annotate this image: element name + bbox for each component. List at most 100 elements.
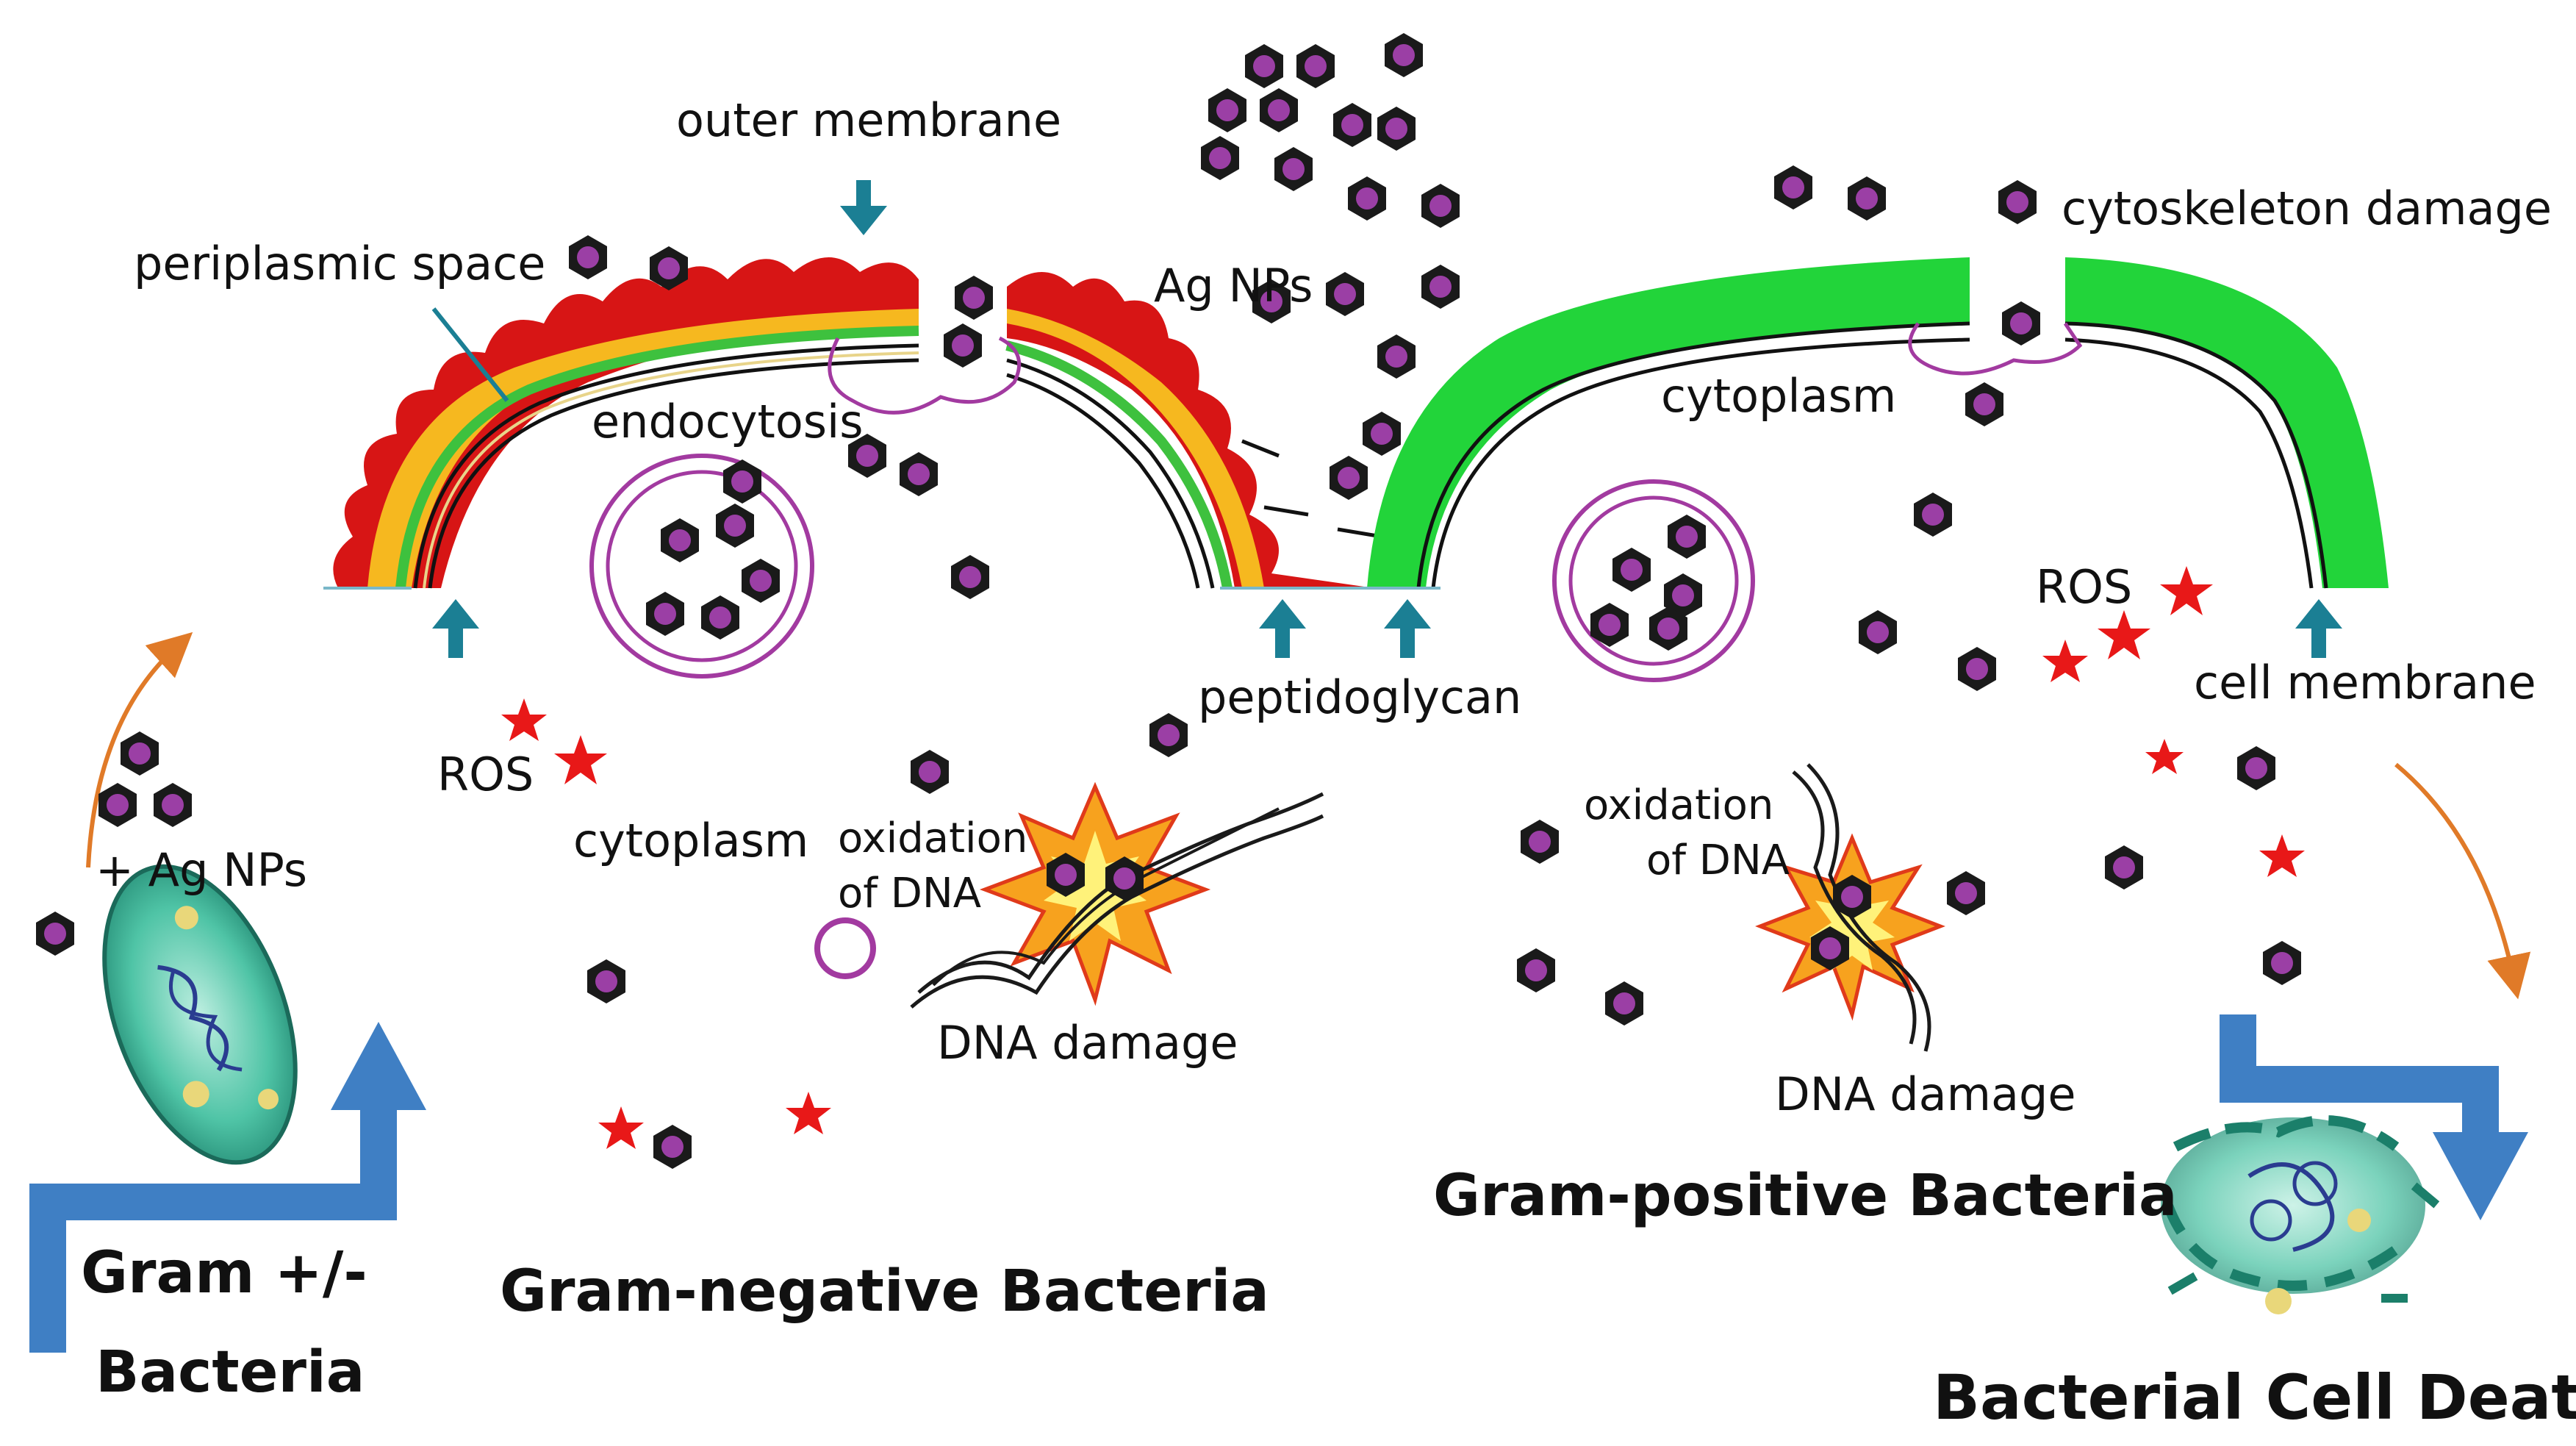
ag-nanoparticle <box>1590 603 1629 647</box>
ag-nanoparticle <box>1208 88 1246 132</box>
label-cytoplasm-gram-negative: cytoplasm <box>573 814 809 867</box>
label-bacteria: Bacteria <box>96 1339 365 1406</box>
curved-arrow-left <box>86 631 193 868</box>
ag-nanoparticle <box>911 750 949 794</box>
endocytosis-invagination <box>1908 322 2083 376</box>
ag-nanoparticle <box>1958 647 1996 691</box>
ag-nanoparticle <box>646 592 684 636</box>
flow-arrow-up <box>29 1022 426 1353</box>
ag-nanoparticle <box>1998 180 2037 224</box>
nanoparticles <box>36 33 2301 1169</box>
ag-nanoparticle <box>1348 176 1386 221</box>
ag-nanoparticle <box>36 912 74 956</box>
ag-nanoparticle <box>569 235 607 279</box>
ag-nanoparticle <box>1245 44 1283 88</box>
ag-nanoparticle <box>2105 845 2143 890</box>
title-gram-negative-bacteria: Gram-negative Bacteria <box>500 1259 1269 1325</box>
ros-star <box>2042 640 2088 682</box>
ag-nanoparticle <box>2263 941 2301 985</box>
label-ros-gram-negative: ROS <box>437 748 534 801</box>
ros-stars <box>501 566 2305 1149</box>
label-oxidation-gram-positive: oxidation <box>1584 781 1774 829</box>
label-cytoskeleton-damage: cytoskeleton damage <box>2062 182 2552 235</box>
label-outer-membrane: outer membrane <box>676 93 1062 147</box>
arrow-up-gp <box>1384 599 1431 658</box>
arrow-up-cell-membrane <box>2295 599 2342 658</box>
ag-nanoparticle <box>1296 44 1335 88</box>
ag-nanoparticle <box>1047 853 1085 897</box>
ros-star <box>501 698 547 741</box>
ag-nanoparticle <box>653 1125 692 1169</box>
outer-membrane-arrow <box>840 180 887 235</box>
ag-nanoparticle <box>1363 412 1401 456</box>
ag-nanoparticle <box>1260 88 1298 132</box>
label-cytoplasm-gram-positive: cytoplasm <box>1661 369 1897 423</box>
ag-nanoparticle <box>848 434 886 478</box>
label-peptidoglycan: peptidoglycan <box>1198 670 1522 724</box>
ag-nanoparticle <box>1149 713 1188 757</box>
bacterium-intact <box>102 864 298 1165</box>
ros-star <box>2098 610 2150 659</box>
ag-nanoparticle <box>121 731 159 776</box>
title-gram-positive-bacteria: Gram-positive Bacteria <box>1433 1163 2178 1229</box>
bacterium-dead <box>2161 1115 2440 1314</box>
ag-nanoparticle <box>723 459 761 504</box>
ros-star <box>554 735 607 784</box>
ag-nanoparticle <box>716 504 754 548</box>
ag-nanoparticle <box>1377 334 1416 379</box>
gram-negative-wall-right <box>1005 272 1374 590</box>
ag-nanoparticle <box>1833 875 1871 919</box>
ag-nanoparticle <box>1330 456 1368 500</box>
curved-arrow-right <box>2394 762 2531 1000</box>
entry-arrow <box>1263 505 1309 517</box>
label-dna-damage-gram-positive: DNA damage <box>1775 1067 2076 1121</box>
ag-nanoparticle <box>1664 573 1702 618</box>
label-of-dna-gram-positive: of DNA <box>1646 837 1790 884</box>
ag-nanoparticle <box>1385 33 1423 77</box>
ros-star <box>2145 739 2184 774</box>
ros-star <box>598 1106 644 1149</box>
dna-damage-burst-gn <box>910 781 1324 1009</box>
ag-nanoparticle <box>1612 548 1651 592</box>
vesicle-left <box>589 454 814 679</box>
peptidoglycan-thin-layer <box>395 326 919 589</box>
ag-nanoparticle <box>98 783 137 827</box>
periplasmic-pointer-line <box>431 307 509 402</box>
ag-nanoparticle <box>587 959 625 1003</box>
ros-star <box>786 1092 831 1134</box>
ag-nanoparticle <box>154 783 192 827</box>
ag-nanoparticle <box>1774 165 1812 210</box>
dna-damage-burst-gp <box>1755 763 1945 1052</box>
ag-nanoparticle <box>955 276 993 320</box>
np-halo <box>814 917 876 979</box>
label-gram-plus-minus: Gram +/- <box>81 1240 367 1306</box>
ag-nanoparticle <box>2237 746 2275 790</box>
ag-nanoparticle <box>742 559 780 603</box>
ag-nanoparticle <box>1201 136 1239 180</box>
periplasmic-space-layer <box>367 309 919 588</box>
ag-nanoparticle <box>650 246 688 290</box>
title-bacterial-cell-death: Bacterial Cell Death <box>1933 1361 2576 1434</box>
arrow-up-gn-left <box>432 599 479 658</box>
label-periplasmic-space: periplasmic space <box>134 237 546 290</box>
ag-nanoparticle <box>661 518 699 562</box>
label-of-dna-gram-negative: of DNA <box>838 870 982 917</box>
ag-nanoparticle <box>1947 871 1985 915</box>
ag-nanoparticle <box>1274 147 1313 191</box>
ros-star <box>2160 566 2213 615</box>
label-endocytosis: endocytosis <box>592 395 864 448</box>
ag-nanoparticle <box>951 555 989 599</box>
gram-negative-wall-left <box>333 257 919 589</box>
label-cell-membrane: cell membrane <box>2194 656 2536 709</box>
label-ag-nps: Ag NPs <box>1154 259 1313 312</box>
ag-nanoparticle <box>1421 265 1460 309</box>
ag-nanoparticle <box>1965 382 2003 426</box>
label-dna-damage-gram-negative: DNA damage <box>937 1016 1238 1070</box>
ag-nanoparticle <box>1914 493 1952 537</box>
ros-star <box>2259 834 2305 877</box>
ag-nanoparticle <box>1326 272 1364 316</box>
label-oxidation-gram-negative: oxidation <box>838 815 1028 862</box>
entry-arrow <box>1241 439 1280 458</box>
gram-positive-wall <box>1367 257 2389 589</box>
